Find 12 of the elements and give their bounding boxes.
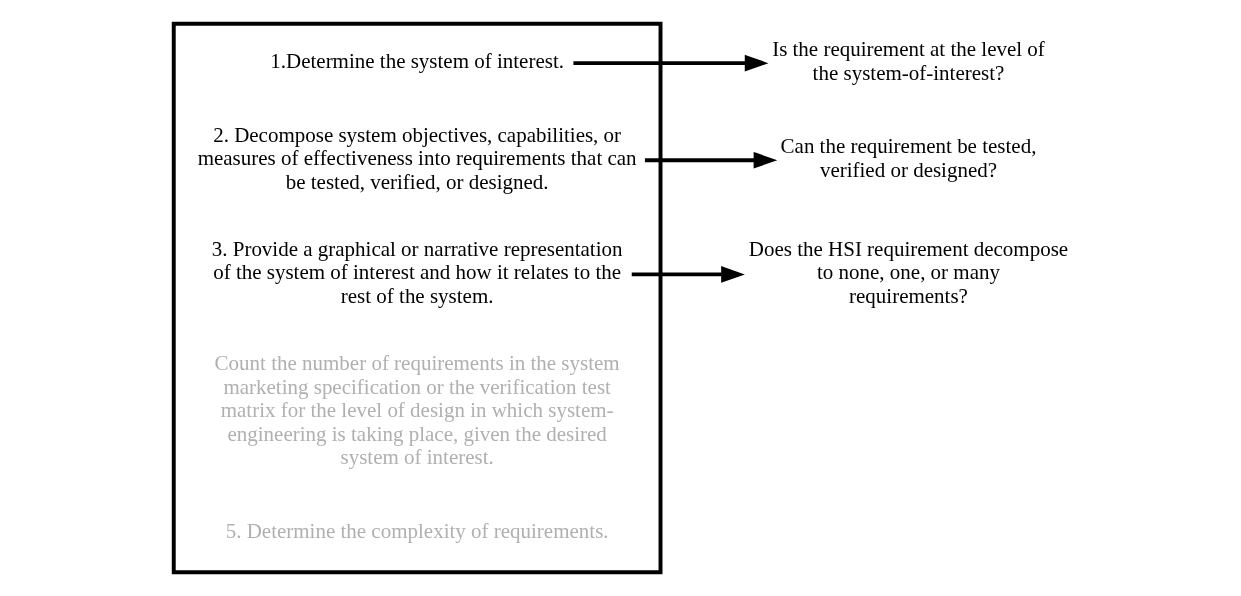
node-text: Count the number of requirements in the system marketing specification or the verification test matrix for the level of design in which system-engineering is taking place, given the desired system of interest. [214,350,620,470]
node-text: 2. Decompose system objectives, capabilities, or measures of effectiveness into requirements that can be tested, verified, or designed. [197,122,637,194]
node-text: 3. Provide a graphical or narrative representation of the system of interest and how it relates to the rest of the system. [211,236,623,308]
node-text: 5. Determine the complexity of requirements. [225,518,609,543]
node-text: Does the HSI requirement decompose to none, one, or many requirements? [748,236,1069,308]
node-text: Can the requirement be tested, verified or designed? [780,134,1037,183]
node-text: 1.Determine the system of interest. [270,49,564,74]
cluster [171,21,663,575]
node-text: Is the requirement at the level of the system-of-interest? [772,37,1045,85]
arrow [573,54,769,72]
arrow [644,151,778,169]
arrow [631,266,745,283]
